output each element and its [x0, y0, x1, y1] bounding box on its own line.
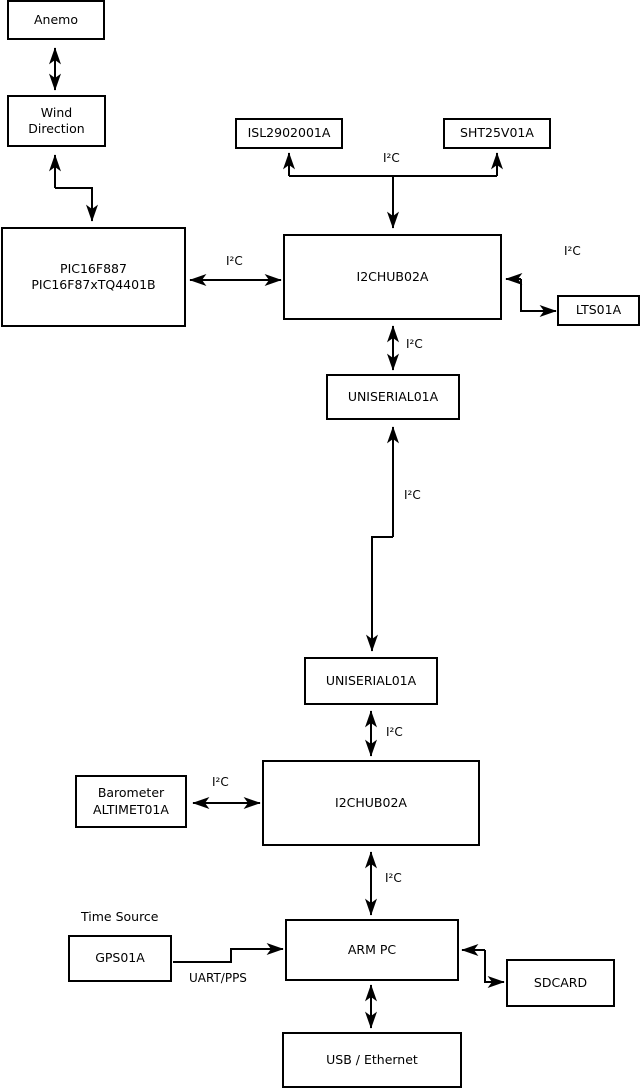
node-usb-ethernet[interactable]: USB / Ethernet: [282, 1032, 462, 1088]
edge-label-hub-sensors: I²C: [383, 151, 400, 165]
node-barometer-label: Barometer ALTIMET01A: [93, 785, 169, 817]
node-anemo[interactable]: Anemo: [7, 0, 105, 40]
node-gps01a[interactable]: GPS01A: [68, 935, 172, 982]
node-i2chub02a-top-label: I2CHUB02A: [356, 268, 429, 284]
node-sht25v01a-label: SHT25V01A: [460, 125, 534, 141]
node-barometer[interactable]: Barometer ALTIMET01A: [75, 775, 187, 828]
node-wind-direction-label: Wind Direction: [28, 104, 85, 136]
node-uniserial01a-bottom-label: UNISERIAL01A: [325, 672, 417, 688]
node-usb-ethernet-label: USB / Ethernet: [326, 1051, 418, 1067]
edge-label-hub-uniserial: I²C: [406, 337, 423, 351]
node-pic-microcontroller-label: PIC16F887 PIC16F87xTQ4401B: [31, 260, 156, 292]
node-pic-microcontroller[interactable]: PIC16F887 PIC16F87xTQ4401B: [1, 227, 186, 327]
node-arm-pc[interactable]: ARM PC: [285, 919, 459, 981]
node-uniserial01a-top[interactable]: UNISERIAL01A: [326, 374, 460, 420]
wire-lts-hub: [520, 279, 557, 317]
wire-sdcard-armpc: [484, 950, 505, 988]
edge-label-pic-hub: I²C: [226, 254, 243, 268]
node-lts01a-label: LTS01A: [575, 302, 622, 318]
edge-label-baro-hub2: I²C: [212, 775, 229, 789]
edge-label-hub-lts: I²C: [564, 244, 581, 258]
wire-gps-armpc: [173, 942, 284, 963]
label-time-source: Time Source: [81, 909, 159, 924]
node-anemo-label: Anemo: [34, 11, 78, 27]
node-lts01a[interactable]: LTS01A: [557, 295, 640, 326]
wire-uniserial-link-down: [366, 536, 393, 652]
node-i2chub02a-bottom[interactable]: I2CHUB02A: [262, 760, 480, 846]
edge-label-uniserial-hub2: I²C: [386, 725, 403, 739]
node-i2chub02a-bottom-label: I2CHUB02A: [335, 794, 407, 810]
node-uniserial01a-bottom[interactable]: UNISERIAL01A: [304, 657, 438, 705]
node-i2chub02a-top[interactable]: I2CHUB02A: [283, 234, 502, 320]
node-sdcard[interactable]: SDCARD: [506, 959, 615, 1007]
edge-label-gps-armpc: UART/PPS: [189, 971, 247, 985]
node-sdcard-label: SDCARD: [533, 974, 588, 990]
edge-label-uniserial-link: I²C: [404, 488, 421, 502]
node-isl2902001a[interactable]: ISL2902001A: [235, 118, 343, 149]
node-isl2902001a-label: ISL2902001A: [247, 125, 331, 141]
node-gps01a-label: GPS01A: [95, 950, 145, 966]
node-arm-pc-label: ARM PC: [347, 941, 397, 957]
edge-label-hub2-armpc: I²C: [385, 871, 402, 885]
node-wind-direction[interactable]: Wind Direction: [7, 95, 106, 147]
node-uniserial01a-top-label: UNISERIAL01A: [347, 388, 439, 404]
wire-pic-wind-step: [55, 187, 99, 222]
node-sht25v01a[interactable]: SHT25V01A: [443, 118, 551, 149]
